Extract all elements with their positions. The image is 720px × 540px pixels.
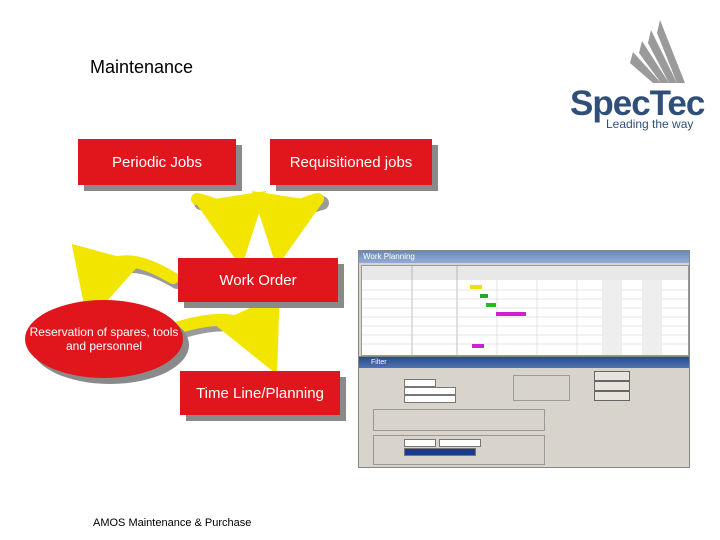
arrow-reservation-to-timeline	[164, 294, 280, 375]
dialog-button-3	[594, 391, 630, 401]
dialog-button-2	[594, 381, 630, 391]
reservation-oval: Reservation of spares, tools and personn…	[25, 300, 183, 378]
timeline-planning-box: Time Line/Planning	[180, 371, 340, 415]
page-title: Maintenance	[90, 57, 194, 77]
footer-text: AMOS Maintenance & Purchase	[93, 517, 252, 529]
logo-tagline: Leading the way	[606, 117, 694, 131]
periodic-jobs-box: Periodic Jobs	[78, 139, 236, 185]
arrow-workorder-to-reservation	[71, 243, 179, 323]
dialog-field-4	[404, 439, 436, 447]
dialog-group-1	[373, 409, 545, 431]
dialog-options-group	[513, 375, 570, 401]
dialog-field-1	[404, 379, 436, 387]
work-planning-screenshot: Work Planning	[358, 250, 690, 357]
arrow-periodic-to-workorder	[191, 190, 267, 268]
dialog-field-6	[404, 448, 476, 456]
requisitioned-jobs-box: Requisitioned jobs	[270, 139, 432, 185]
work-planning-titlebar: Work Planning	[359, 251, 689, 263]
spectec-logo-icon	[630, 20, 685, 83]
dialog-button-1	[594, 371, 630, 381]
gantt-chart-image	[362, 266, 688, 355]
dialog-field-2	[404, 387, 456, 395]
logo-wordmark: SpecTec	[570, 84, 705, 123]
dialog-field-3	[404, 395, 456, 403]
dialog-field-5	[439, 439, 481, 447]
filter-dialog-titlebar: Filter	[359, 357, 689, 368]
filter-dialog-screenshot: Filter	[358, 356, 690, 468]
gantt-grid	[361, 265, 689, 356]
dialog-group-2	[373, 435, 545, 465]
arrow-requisitioned-to-workorder	[251, 190, 324, 268]
work-order-box: Work Order	[178, 258, 338, 302]
